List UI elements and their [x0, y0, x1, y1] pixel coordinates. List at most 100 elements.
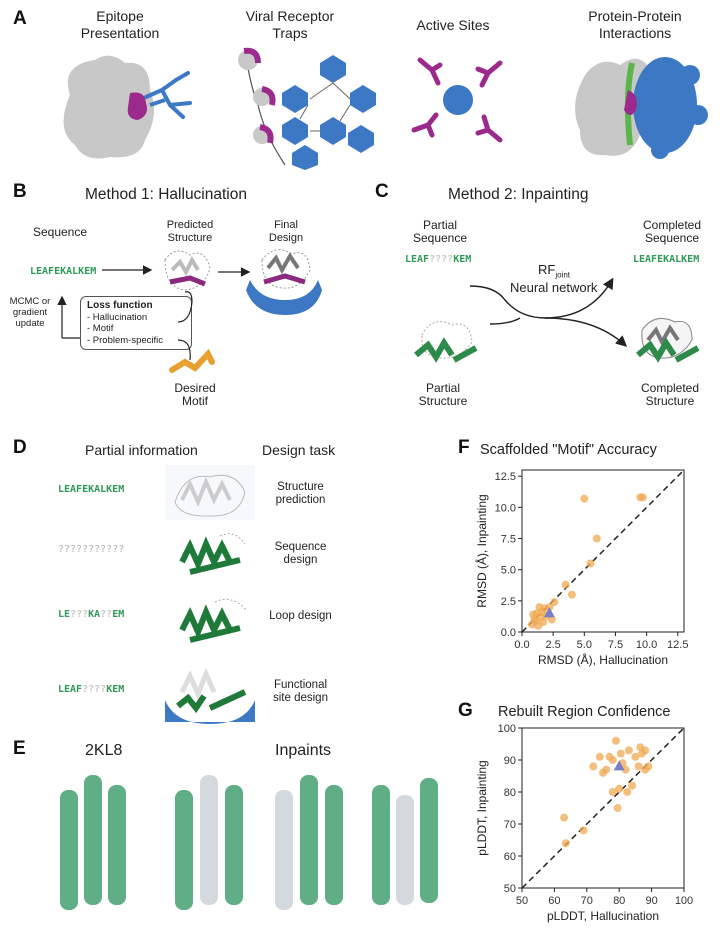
mean-point	[613, 760, 625, 771]
y-tick-label: 60	[504, 851, 516, 863]
data-point	[561, 839, 570, 848]
panel-label-c: C	[375, 181, 389, 202]
d-header-partial: Partial information	[85, 442, 198, 458]
completed-sequence-label: Completed Sequence	[642, 218, 702, 245]
data-point	[611, 736, 620, 745]
panel-label-g: G	[458, 700, 473, 721]
panel-d-structures	[165, 465, 255, 724]
data-point	[608, 788, 617, 796]
caption-ppi: Protein-Protein Interactions	[588, 8, 682, 41]
final-design-label: Final Design	[268, 219, 304, 244]
x-tick-label: 2.5	[546, 639, 561, 651]
data-point	[641, 746, 650, 755]
data-point	[580, 494, 589, 503]
epitope-illustration	[63, 55, 192, 159]
x-tick-label: 5.0	[577, 639, 592, 651]
desired-motif-label: Desired Motif	[174, 381, 216, 408]
x-tick-label: 70	[581, 895, 593, 907]
panel-label-b: B	[13, 181, 27, 202]
bundle-inpaint-3	[372, 778, 438, 905]
data-point	[561, 580, 570, 589]
x-tick-label: 12.5	[667, 639, 688, 651]
loss-title: Loss function	[87, 300, 153, 311]
data-point	[579, 826, 588, 835]
data-point	[613, 804, 622, 812]
panel-c-graphics	[414, 277, 700, 363]
predicted-structure-icon	[164, 250, 211, 291]
reference-line	[521, 469, 685, 633]
panel-label-a: A	[13, 8, 27, 29]
data-point	[545, 603, 554, 612]
x-tick-label: 10.0	[636, 639, 657, 651]
data-point	[589, 762, 598, 771]
data-point	[586, 559, 595, 568]
partial-sequence-label: Partial Sequence	[412, 218, 468, 245]
d-structure-grey	[165, 465, 255, 520]
data-point	[621, 765, 630, 774]
loss-item: - Problem-specific	[87, 334, 164, 346]
ppi-illustration	[575, 57, 708, 159]
d-structure-site	[165, 667, 255, 724]
completed-structure-icon	[636, 317, 700, 363]
panel-b-title: Method 1: Hallucination	[85, 186, 247, 203]
chart-f-title: Scaffolded "Motif" Accuracy	[480, 442, 657, 458]
d-row-sequence: LEAFEKALKEM	[58, 484, 125, 495]
panel-label-d: D	[13, 437, 27, 458]
data-point	[615, 784, 624, 793]
y-axis-label: RMSD (Å), Inpainting	[474, 494, 489, 607]
data-point	[623, 788, 632, 796]
x-tick-label: 50	[516, 895, 528, 907]
active-sites-illustration	[411, 57, 503, 143]
loss-item: - Motif	[87, 323, 114, 334]
panel-label-e: E	[13, 738, 26, 759]
y-tick-label: 70	[504, 819, 516, 831]
d-header-task: Design task	[262, 442, 336, 458]
y-axis-label: pLDDT, Inpainting	[475, 760, 489, 855]
bundle-inpaint-1	[175, 775, 243, 910]
x-tick-label: 100	[675, 895, 693, 907]
d-task-label: Functional site design	[273, 679, 328, 704]
caption-active-sites: Active Sites	[416, 17, 490, 33]
y-tick-label: 90	[504, 755, 516, 767]
mcmc-label: MCMC or gradient update	[9, 296, 51, 329]
data-point	[595, 752, 604, 761]
y-tick-label: 5.0	[501, 565, 516, 577]
hallucination-sequence: LEAFEKALKEM	[30, 266, 97, 277]
completed-sequence: LEAFEKALKEM	[633, 254, 700, 265]
d-task-label: Loop design	[269, 610, 332, 622]
mean-point	[543, 607, 555, 618]
caption-viral-traps: Viral Receptor Traps	[245, 8, 335, 41]
x-tick-label: 90	[645, 895, 657, 907]
panel-a-illustrations	[63, 47, 708, 170]
data-point	[567, 590, 576, 599]
data-point	[560, 813, 569, 822]
partial-sequence: LEAF????KEM	[405, 254, 472, 265]
data-point	[616, 749, 625, 758]
completed-structure-label: Completed Structure	[640, 381, 700, 408]
data-point	[641, 765, 650, 774]
e-label-2kl8: 2KL8	[85, 742, 123, 759]
viral-traps-illustration	[238, 47, 376, 170]
d-row-sequence: LEAF????KEM	[58, 684, 125, 695]
x-tick-label: 7.5	[608, 639, 623, 651]
data-point	[547, 615, 556, 624]
y-tick-label: 80	[504, 787, 516, 799]
y-tick-label: 10.0	[495, 502, 516, 514]
x-tick-label: 60	[548, 895, 560, 907]
predicted-structure-label: Predicted Structure	[166, 219, 214, 244]
y-tick-label: 100	[498, 723, 516, 735]
data-point	[638, 493, 647, 502]
bundle-inpaint-2	[275, 775, 343, 910]
d-row-sequence: LE???KA??EM	[58, 609, 125, 620]
e-label-inpaints: Inpaints	[275, 742, 332, 759]
y-tick-label: 50	[504, 883, 516, 895]
y-tick-label: 0.0	[501, 627, 516, 639]
x-axis-label: RMSD (Å), Hallucination	[538, 652, 668, 667]
d-task-label: Sequence design	[274, 541, 327, 566]
data-point	[602, 765, 611, 774]
neural-network-label: Neural network	[510, 280, 598, 295]
rf-joint-label: RFjoint	[538, 262, 571, 280]
sequence-label: Sequence	[32, 225, 88, 239]
x-tick-label: 80	[613, 895, 625, 907]
